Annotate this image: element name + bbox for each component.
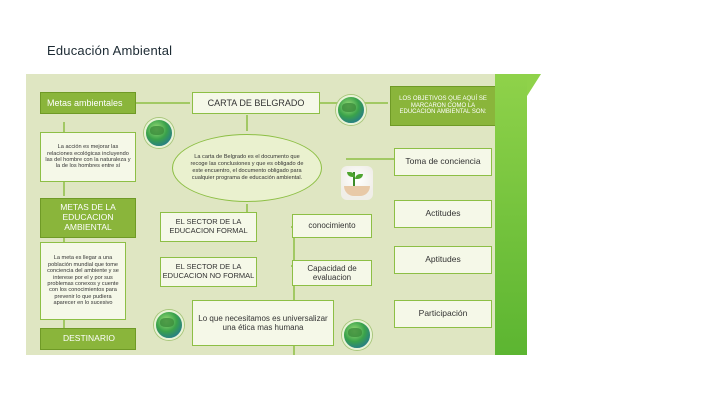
carta-belgrado-box: CARTA DE BELGRADO <box>192 92 320 114</box>
globe-icon <box>336 95 366 125</box>
slide-title: Educación Ambiental <box>47 43 172 58</box>
sector-formal-box: EL SECTOR DE LA EDUCACION FORMAL <box>160 212 257 242</box>
globe-icon <box>342 320 372 350</box>
globe-icon <box>144 118 174 148</box>
concept-map: Metas ambientales CARTA DE BELGRADO LOS … <box>26 74 527 355</box>
actitudes-box: Actitudes <box>394 200 492 228</box>
hands-sprout-icon <box>341 166 373 200</box>
carta-text-oval: La carta de Belgrado es el documento que… <box>172 134 322 202</box>
sector-no-formal-box: EL SECTOR DE LA EDUCACION NO FORMAL <box>160 257 257 287</box>
destinario-box: DESTINARIO <box>40 328 136 350</box>
accion-text-box: La acción es mejorar las relaciones ecol… <box>40 132 136 182</box>
capacidad-evaluacion-box: Capacidad de evaluacion <box>292 260 372 286</box>
conocimiento-box: conocimiento <box>292 214 372 238</box>
aptitudes-box: Aptitudes <box>394 246 492 274</box>
toma-conciencia-box: Toma de conciencia <box>394 148 492 176</box>
participacion-box: Participación <box>394 300 492 328</box>
globe-icon <box>154 310 184 340</box>
green-accent-triangle <box>527 74 541 96</box>
objetivos-header-box: LOS OBJETIVOS QUE AQUÍ SE MARCARON COMO … <box>390 86 496 126</box>
green-accent-bar <box>495 74 527 355</box>
meta-text-box: La meta es llegar a una población mundia… <box>40 242 126 320</box>
metas-ambientales-box: Metas ambientales <box>40 92 136 114</box>
metas-educacion-box: METAS DE LA EDUCACION AMBIENTAL <box>40 198 136 238</box>
lo-que-necesitamos-box: Lo que necesitamos es universalizar una … <box>192 300 334 346</box>
